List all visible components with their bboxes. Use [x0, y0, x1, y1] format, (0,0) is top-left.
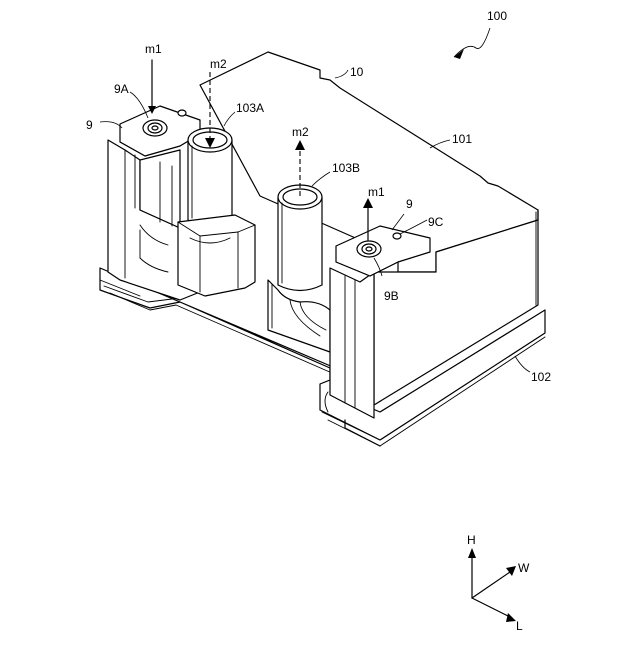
- label-m1-right: m1: [368, 185, 385, 199]
- label-9c: 9C: [428, 215, 444, 229]
- label-m2-right: m2: [292, 125, 309, 139]
- label-101: 101: [452, 132, 472, 146]
- label-103a: 103A: [236, 101, 264, 115]
- axis-label-h: H: [467, 533, 476, 547]
- port-103b: [268, 185, 330, 352]
- label-9b: 9B: [384, 289, 399, 303]
- label-10: 10: [350, 65, 364, 79]
- label-9-left: 9: [86, 118, 93, 132]
- label-9a: 9A: [114, 82, 129, 96]
- label-102: 102: [531, 370, 551, 384]
- label-m2-top: m2: [210, 57, 227, 71]
- label-9-right: 9: [406, 197, 413, 211]
- axis-glyph: H W L: [467, 533, 530, 633]
- axis-label-w: W: [518, 561, 530, 575]
- axis-label-l: L: [516, 619, 523, 633]
- label-100: 100: [487, 9, 507, 23]
- label-m1-top: m1: [145, 42, 162, 56]
- label-103b: 103B: [332, 161, 360, 175]
